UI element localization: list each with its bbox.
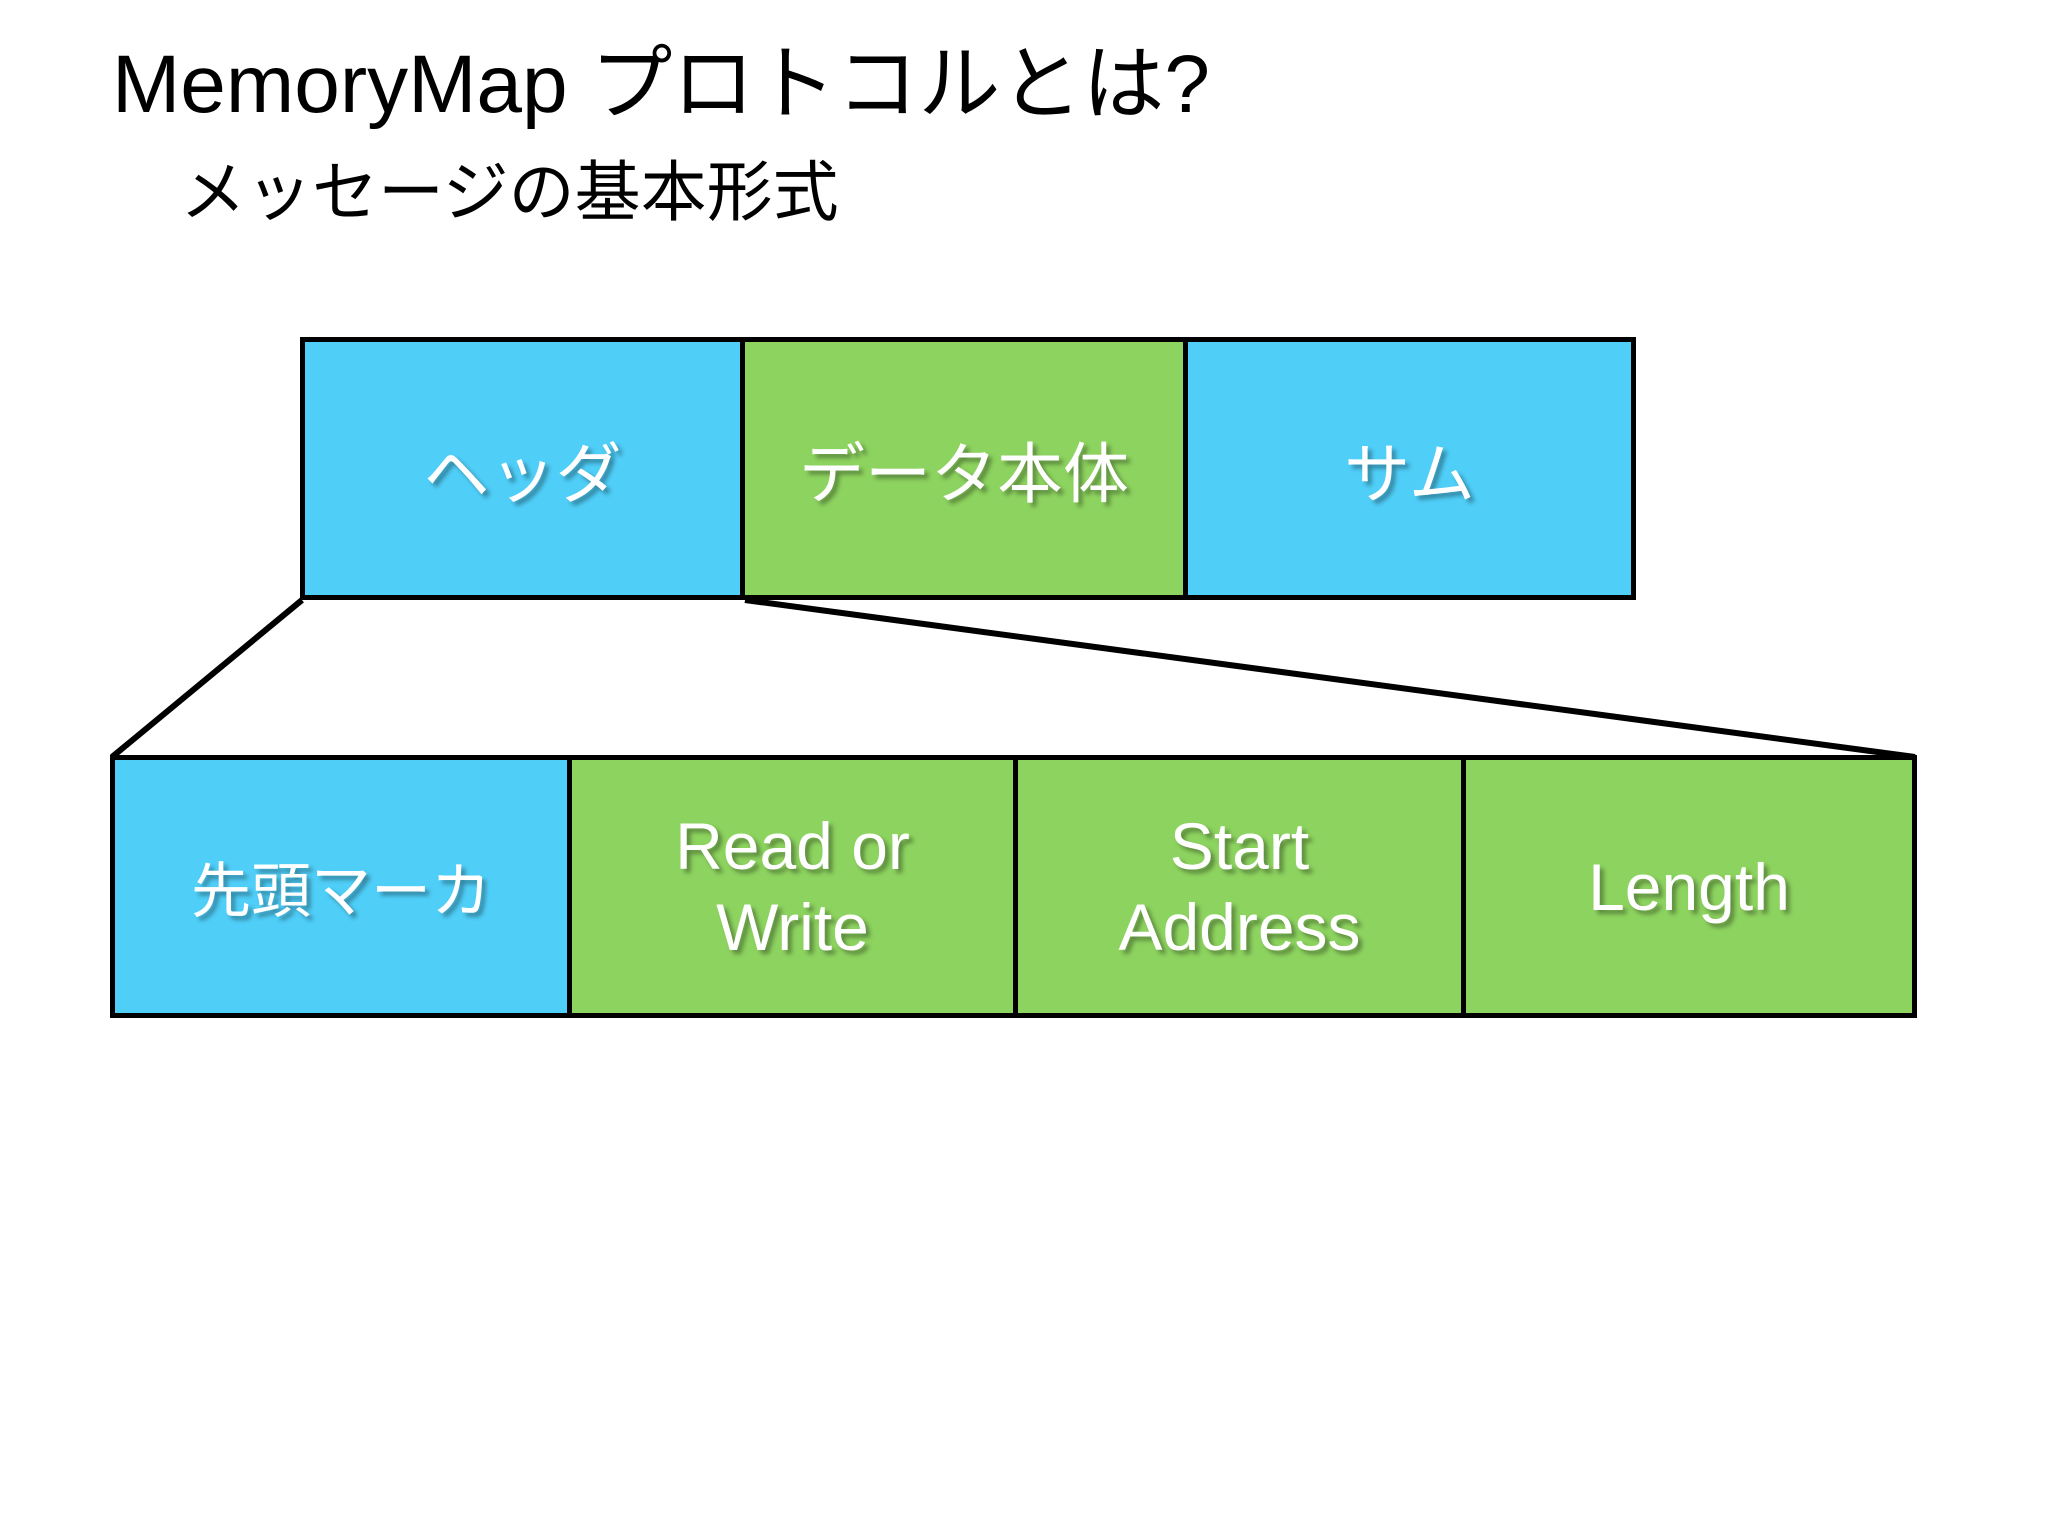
header-cell-start-address-label: Start Address: [1118, 808, 1361, 964]
header-cell-length-label: Length: [1588, 849, 1790, 924]
page-title: MemoryMap プロトコルとは?: [112, 39, 1211, 130]
header-cell-start-marker[interactable]: 先頭マーカ: [115, 760, 572, 1013]
message-cell-data-body-label: データ本体: [799, 436, 1129, 511]
header-cell-start-address[interactable]: Start Address: [1018, 760, 1466, 1013]
header-cell-read-or-write-label: Read or Write: [675, 808, 910, 964]
message-cell-sum-label: サム: [1344, 436, 1475, 511]
message-cell-header-label: ヘッダ: [423, 436, 622, 511]
message-cell-data-body[interactable]: データ本体: [745, 342, 1188, 595]
message-cell-header[interactable]: ヘッダ: [305, 342, 745, 595]
header-cell-read-or-write[interactable]: Read or Write: [572, 760, 1018, 1013]
message-cell-sum[interactable]: サム: [1188, 342, 1631, 595]
header-cell-length[interactable]: Length: [1466, 760, 1912, 1013]
header-detail-row: 先頭マーカ Read or Write Start Address Length: [110, 755, 1917, 1018]
connector-line-right: [744, 597, 1916, 760]
message-format-row: ヘッダ データ本体 サム: [300, 337, 1636, 600]
section-subtitle: メッセージの基本形式: [180, 155, 839, 229]
connector-line-left: [110, 597, 304, 760]
header-cell-start-marker-label: 先頭マーカ: [191, 858, 491, 925]
